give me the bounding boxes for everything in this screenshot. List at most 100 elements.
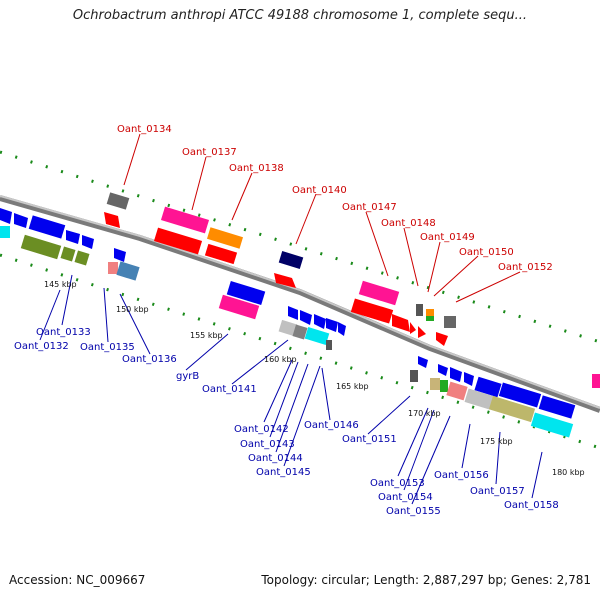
reverse-strand-genes[interactable] bbox=[0, 208, 576, 438]
gene-arrow[interactable] bbox=[104, 212, 120, 228]
gene-label: Oant_0132 bbox=[14, 341, 69, 352]
gene-arrow[interactable] bbox=[66, 230, 80, 244]
gene-block[interactable] bbox=[440, 380, 448, 392]
gene-arrow[interactable] bbox=[436, 332, 448, 346]
gene-label: Oant_0140 bbox=[292, 185, 347, 196]
gene-block[interactable] bbox=[488, 395, 536, 423]
gene-label: Oant_0152 bbox=[498, 262, 553, 273]
page-title: Ochrobactrum anthropi ATCC 49188 chromos… bbox=[72, 8, 528, 23]
gene-label: Oant_0148 bbox=[381, 218, 436, 229]
top-leader-lines bbox=[123, 133, 521, 303]
gene-label: Oant_0137 bbox=[182, 147, 237, 158]
gene-block[interactable] bbox=[204, 243, 238, 265]
gene-label: Oant_0133 bbox=[36, 327, 91, 338]
gene-arrow[interactable] bbox=[418, 326, 426, 338]
gene-arrow[interactable] bbox=[338, 322, 346, 336]
gene-block[interactable] bbox=[350, 298, 394, 324]
gene-label: Oant_0134 bbox=[117, 124, 172, 135]
gene-block[interactable] bbox=[278, 251, 304, 269]
gene-block[interactable] bbox=[446, 381, 468, 401]
tick-label: 180 kbp bbox=[552, 468, 585, 477]
gene-arrow[interactable] bbox=[326, 318, 338, 332]
backbone-line bbox=[0, 195, 600, 413]
topology-summary: Topology: circular; Length: 2,887,297 bp… bbox=[261, 573, 591, 587]
gene-block[interactable] bbox=[426, 316, 434, 321]
gene-arrow[interactable] bbox=[450, 367, 462, 382]
tick-label: 145 kbp bbox=[44, 280, 77, 289]
gene-arrow[interactable] bbox=[114, 248, 126, 262]
gene-arrow[interactable] bbox=[82, 235, 94, 249]
backbone-highlight bbox=[0, 195, 600, 409]
tick-label: 155 kbp bbox=[190, 331, 223, 340]
gene-block[interactable] bbox=[160, 206, 210, 234]
gene-arrow[interactable] bbox=[410, 322, 416, 334]
gene-label: Oant_0153 bbox=[370, 478, 425, 489]
gene-arrow[interactable] bbox=[314, 314, 326, 329]
gene-block[interactable] bbox=[60, 246, 76, 262]
gene-block[interactable] bbox=[358, 280, 400, 306]
gene-arrow[interactable] bbox=[392, 314, 410, 332]
gene-block[interactable] bbox=[410, 370, 418, 382]
gene-arrow[interactable] bbox=[0, 208, 12, 224]
tick-label: 175 kbp bbox=[480, 437, 513, 446]
gene-block[interactable] bbox=[116, 261, 140, 281]
gene-block[interactable] bbox=[74, 250, 90, 266]
tick-label: 165 kbp bbox=[336, 382, 369, 391]
chromosome-backbone bbox=[0, 195, 600, 413]
gene-label: Oant_0145 bbox=[256, 467, 311, 478]
gene-block[interactable] bbox=[326, 340, 332, 350]
gene-block[interactable] bbox=[444, 316, 456, 328]
gene-block[interactable] bbox=[304, 327, 330, 345]
gene-block[interactable] bbox=[153, 227, 203, 255]
gene-block[interactable] bbox=[28, 215, 66, 239]
forward-strand-genes[interactable] bbox=[104, 192, 600, 388]
gene-block[interactable] bbox=[20, 234, 62, 260]
gene-block[interactable] bbox=[226, 281, 266, 305]
gene-block[interactable] bbox=[464, 388, 494, 410]
gene-label: Oant_0135 bbox=[80, 342, 135, 353]
gene-block[interactable] bbox=[498, 382, 542, 408]
bottom-leader-lines bbox=[39, 274, 543, 505]
tick-label: 150 kbp bbox=[116, 305, 149, 314]
gene-block[interactable] bbox=[292, 324, 308, 340]
gene-block[interactable] bbox=[474, 376, 502, 398]
gene-block[interactable] bbox=[416, 304, 423, 316]
gene-block[interactable] bbox=[530, 412, 574, 438]
bottom-gene-labels: Oant_0133 Oant_0132 Oant_0135 Oant_0136 … bbox=[14, 327, 559, 517]
gene-block[interactable] bbox=[426, 309, 434, 316]
gene-block[interactable] bbox=[278, 319, 298, 337]
gene-block[interactable] bbox=[430, 378, 440, 390]
tick-label: 160 kbp bbox=[264, 355, 297, 364]
scale-ticks: 145 kbp 150 kbp 155 kbp 160 kbp 165 kbp … bbox=[44, 280, 585, 477]
gene-block[interactable] bbox=[206, 227, 244, 249]
gene-block[interactable] bbox=[538, 395, 576, 419]
gene-label: Oant_0144 bbox=[248, 453, 303, 464]
gene-label: Oant_0155 bbox=[386, 506, 441, 517]
gene-label: Oant_0147 bbox=[342, 202, 397, 213]
gene-label: gyrB bbox=[176, 371, 199, 382]
gene-arrow[interactable] bbox=[274, 273, 296, 288]
gene-block[interactable] bbox=[106, 192, 130, 210]
gene-block[interactable] bbox=[108, 262, 118, 274]
gene-label: Oant_0138 bbox=[229, 163, 284, 174]
gene-label: Oant_0154 bbox=[378, 492, 433, 503]
gene-label: Oant_0143 bbox=[240, 439, 295, 450]
tick-label: 170 kbp bbox=[408, 409, 441, 418]
gene-arrow[interactable] bbox=[14, 213, 28, 228]
gene-block[interactable] bbox=[592, 374, 600, 388]
top-gene-labels: Oant_0134 Oant_0137 Oant_0138 Oant_0140 … bbox=[117, 124, 553, 273]
accession-label: Accession: NC_009667 bbox=[9, 573, 146, 587]
gene-label: Oant_0150 bbox=[459, 247, 514, 258]
gene-arrow[interactable] bbox=[288, 306, 298, 320]
gene-label: Oant_0157 bbox=[470, 486, 525, 497]
gene-label: Oant_0156 bbox=[434, 470, 489, 481]
gene-arrow[interactable] bbox=[464, 372, 474, 386]
gene-arrow[interactable] bbox=[300, 310, 312, 325]
gene-block[interactable] bbox=[0, 226, 10, 238]
gene-label: Oant_0146 bbox=[304, 420, 359, 431]
gene-arrow[interactable] bbox=[438, 364, 448, 376]
gene-label: Oant_0149 bbox=[420, 232, 475, 243]
gene-block[interactable] bbox=[218, 294, 260, 320]
gene-arrow[interactable] bbox=[418, 356, 428, 368]
